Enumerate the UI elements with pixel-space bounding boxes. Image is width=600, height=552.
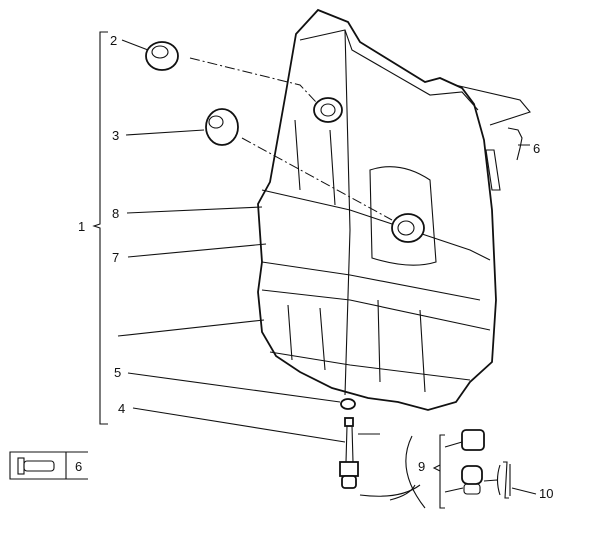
level-sensor bbox=[339, 417, 359, 489]
bolt-icon bbox=[17, 457, 55, 475]
cap-large bbox=[205, 108, 239, 146]
callout-5: 5 bbox=[114, 365, 121, 380]
callout-6: 6 bbox=[533, 141, 540, 156]
cap-small bbox=[145, 41, 179, 71]
assembly-bracket bbox=[92, 31, 108, 425]
clip bbox=[483, 461, 511, 499]
callout-3: 3 bbox=[112, 128, 119, 143]
callout-2: 2 bbox=[110, 33, 117, 48]
seal-ring bbox=[340, 398, 356, 410]
filler-port-upper bbox=[313, 97, 343, 123]
callout-9: 9 bbox=[418, 459, 425, 474]
callout-10: 10 bbox=[539, 486, 553, 501]
callout-8: 8 bbox=[112, 206, 119, 221]
callout-1: 1 bbox=[78, 219, 85, 234]
connector-plug bbox=[461, 429, 485, 495]
expansion-tank bbox=[257, 8, 531, 411]
fastener-legend-box: 6 bbox=[9, 451, 88, 480]
callout-4: 4 bbox=[118, 401, 125, 416]
legend-quantity: 6 bbox=[75, 459, 82, 474]
filler-port-lower bbox=[391, 213, 425, 243]
callout-7: 7 bbox=[112, 250, 119, 265]
